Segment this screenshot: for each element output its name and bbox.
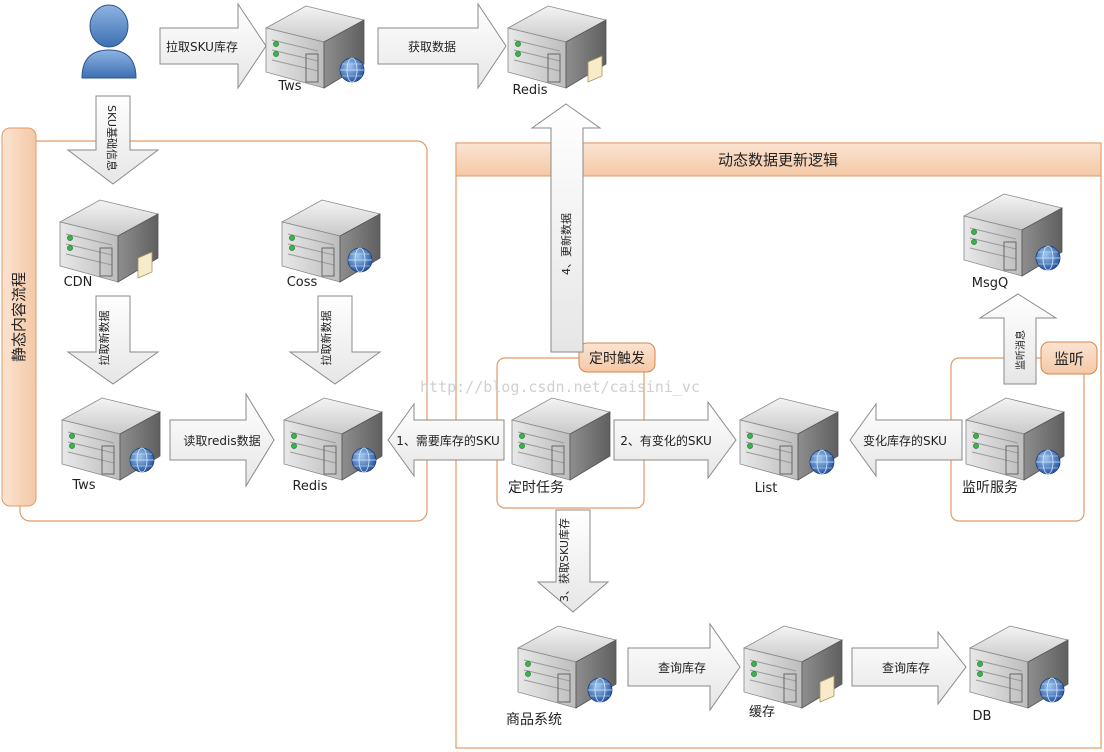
arrow-listen-msg-label: 监听消息 bbox=[1014, 330, 1027, 370]
cdn-server-icon bbox=[59, 199, 159, 283]
timer-trigger-badge bbox=[578, 342, 656, 373]
listen-badge bbox=[1040, 341, 1098, 375]
listen-service-server-icon bbox=[965, 397, 1065, 481]
timer-trigger-label: 定时触发 bbox=[589, 351, 645, 367]
coss-label: Coss bbox=[287, 275, 318, 290]
msgq-server-icon bbox=[963, 193, 1063, 277]
arrow-query-stock-2: 查询库存 bbox=[851, 630, 967, 706]
arrow-pull-sku-stock-label: 拉取SKU库存 bbox=[166, 39, 238, 54]
arrow-pull-new-data-1: 拉取新数据 bbox=[66, 295, 160, 385]
msgq-label: MsgQ bbox=[972, 276, 1008, 291]
db-server-icon bbox=[969, 625, 1069, 709]
arrow-need-stock-sku-label: 1、需要库存的SKU bbox=[396, 433, 500, 448]
arrow-read-redis: 读取redis数据 bbox=[169, 392, 275, 488]
arrow-query-stock-1: 查询库存 bbox=[627, 622, 741, 712]
arrow-sku-basic-info: SKU基础信息 bbox=[66, 95, 160, 185]
db-label: DB bbox=[973, 709, 992, 724]
arrow-stock-changed-sku-label: 变化库存的SKU bbox=[863, 433, 947, 448]
tws-top-label: Tws bbox=[277, 79, 301, 94]
arrow-get-sku-stock: 3、获取SKU库存 bbox=[536, 509, 610, 613]
watermark: http://blog.csdn.net/caisini_vc bbox=[420, 378, 700, 396]
arrow-changed-sku-label: 2、有变化的SKU bbox=[620, 433, 712, 448]
arrow-changed-sku: 2、有变化的SKU bbox=[613, 400, 737, 480]
goods-system-server-icon bbox=[517, 625, 617, 709]
arrow-get-data: 获取数据 bbox=[377, 2, 507, 90]
arrow-pull-sku-stock: 拉取SKU库存 bbox=[159, 2, 267, 90]
arrow-update-data: 4、更新数据 bbox=[530, 103, 602, 353]
tws-top-server-icon bbox=[265, 5, 365, 89]
dynamic-update-title: 动态数据更新逻辑 bbox=[718, 151, 838, 169]
arrow-read-redis-label: 读取redis数据 bbox=[183, 433, 260, 448]
arrow-query-stock-1-label: 查询库存 bbox=[658, 660, 706, 675]
coss-server-icon bbox=[281, 199, 381, 283]
static-flow-group: 静态内容流程 bbox=[1, 127, 428, 522]
user-icon bbox=[81, 4, 137, 79]
arrow-need-stock-sku: 1、需要库存的SKU bbox=[387, 402, 505, 478]
timer-task-server-icon bbox=[511, 397, 611, 481]
static-flow-title: 静态内容流程 bbox=[10, 272, 28, 362]
arrow-listen-msg: 监听消息 bbox=[978, 293, 1058, 385]
arrow-stock-changed-sku: 变化库存的SKU bbox=[849, 402, 963, 478]
arrow-get-sku-stock-label: 3、获取SKU库存 bbox=[557, 518, 571, 602]
arrow-pull-new-data-2-label: 拉取新数据 bbox=[319, 311, 333, 366]
listen-service-label: 监听服务 bbox=[962, 480, 1018, 496]
static-flow-band bbox=[1, 127, 37, 507]
cache-label: 缓存 bbox=[749, 705, 775, 720]
tws-static-server-icon bbox=[61, 397, 161, 481]
arrow-sku-basic-info-label: SKU基础信息 bbox=[105, 105, 119, 171]
tws-static-label: Tws bbox=[71, 478, 95, 493]
timer-task-label: 定时任务 bbox=[508, 480, 564, 496]
goods-system-label: 商品系统 bbox=[506, 712, 562, 728]
list-label: List bbox=[755, 481, 778, 496]
redis-static-label: Redis bbox=[292, 479, 327, 494]
cdn-label: CDN bbox=[64, 275, 93, 290]
listen-label: 监听 bbox=[1054, 350, 1084, 368]
cache-server-icon bbox=[743, 625, 843, 709]
arrow-pull-new-data-1-label: 拉取新数据 bbox=[97, 311, 111, 366]
arrow-update-data-label: 4、更新数据 bbox=[559, 213, 573, 275]
arrow-query-stock-2-label: 查询库存 bbox=[882, 660, 930, 675]
arrow-pull-new-data-2: 拉取新数据 bbox=[288, 295, 382, 385]
redis-top-label: Redis bbox=[512, 83, 547, 98]
list-server-icon bbox=[739, 397, 839, 481]
redis-static-server-icon bbox=[283, 397, 383, 481]
redis-top-server-icon bbox=[507, 5, 607, 89]
arrow-get-data-label: 获取数据 bbox=[408, 39, 456, 54]
